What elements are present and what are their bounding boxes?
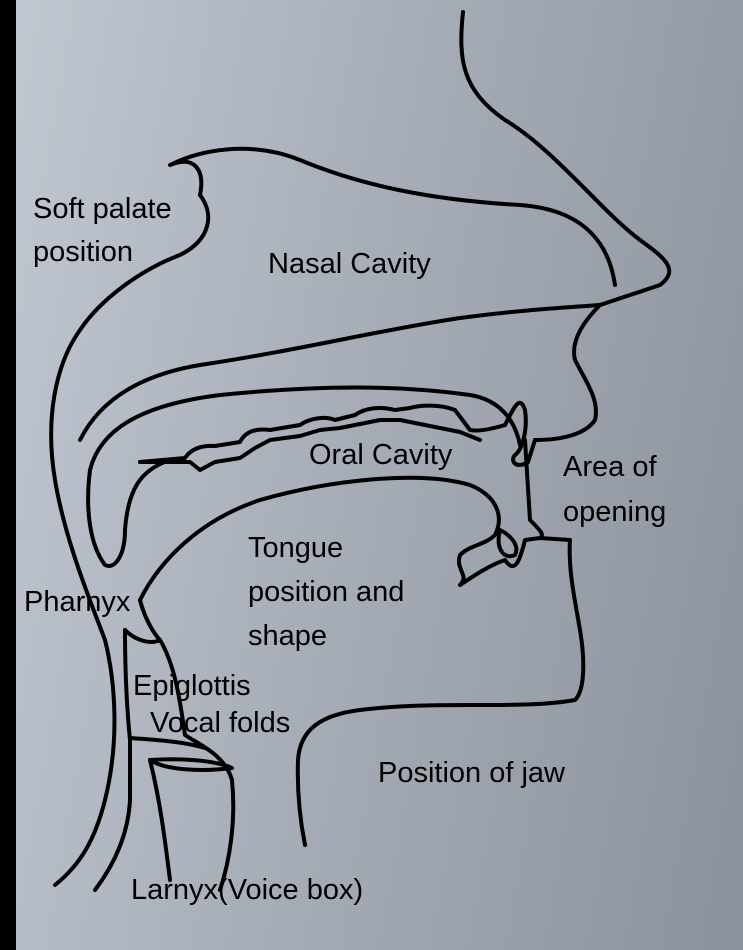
label-tongue-line1: Tongue xyxy=(248,532,344,564)
vocal-fold-lower xyxy=(148,757,234,772)
label-soft-palate-line1: Soft palate xyxy=(33,193,172,225)
lower-lip-line xyxy=(295,536,586,847)
label-oral-cavity: Oral Cavity xyxy=(309,439,453,471)
epiglottis-line xyxy=(93,628,132,892)
upper-teeth xyxy=(138,403,507,464)
tongue-outline xyxy=(138,475,501,602)
face-profile-line xyxy=(459,10,672,307)
label-soft-palate-line2: position xyxy=(33,236,133,268)
label-area-of-opening-line2: opening xyxy=(563,496,667,528)
vocal-fold-upper xyxy=(128,736,207,750)
lower-teeth xyxy=(496,528,519,559)
uvula-line xyxy=(86,458,172,568)
label-tongue-line3: shape xyxy=(248,620,328,652)
label-tongue-line2: position and xyxy=(248,576,405,608)
label-nasal-cavity: Nasal Cavity xyxy=(268,248,431,280)
hard-palate-line xyxy=(88,385,522,472)
upper-lip-line xyxy=(533,303,602,442)
label-pharnyx: Pharnyx xyxy=(24,586,131,618)
lower-incisor xyxy=(523,438,544,540)
soft-palate-outline xyxy=(49,193,211,887)
incisor-upper xyxy=(503,400,537,467)
nasal-floor-line xyxy=(78,303,602,442)
label-vocal-folds: Vocal folds xyxy=(150,707,291,739)
neck-front-line xyxy=(148,758,172,882)
label-position-of-jaw: Position of jaw xyxy=(378,757,565,789)
label-epiglottis: Epiglottis xyxy=(133,670,251,702)
left-black-border xyxy=(0,0,16,950)
larynx-front-line xyxy=(158,638,236,892)
skull-cavity-outline xyxy=(168,146,617,287)
label-area-of-opening-line1: Area of xyxy=(563,451,657,483)
upper-teeth-lower xyxy=(138,418,482,472)
label-larnyx: Larnyx(Voice box) xyxy=(131,874,364,906)
